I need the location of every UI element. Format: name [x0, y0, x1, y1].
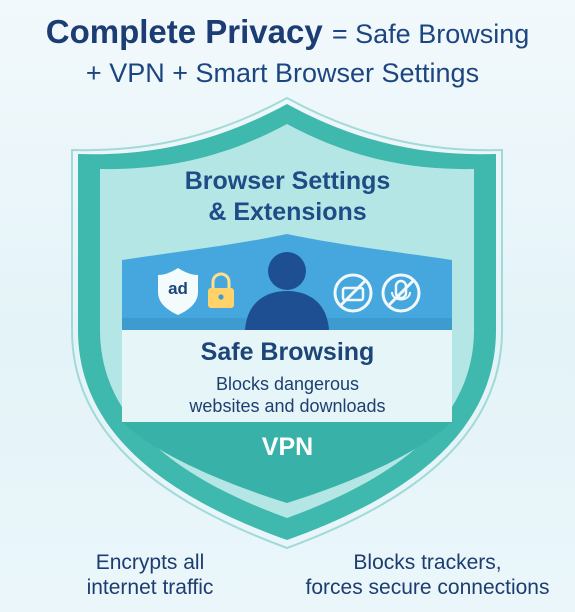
caption-left: Encrypts all internet traffic [40, 550, 260, 600]
safe-browsing-band [122, 330, 452, 422]
caption-left-line-2: internet traffic [86, 576, 214, 599]
no-tracking-icon [333, 273, 373, 313]
safe-browsing-desc-line-2: websites and downloads [189, 396, 386, 416]
caption-left-line-1: Encrypts all [95, 551, 205, 574]
browser-settings-title: Browser Settings & Extensions [110, 166, 465, 228]
caption-right-line-1: Blocks trackers, [353, 551, 502, 574]
shield-outline [71, 96, 503, 550]
headline-row-1: Complete Privacy = Safe Browsing [0, 12, 575, 54]
no-microphone-icon [381, 273, 421, 313]
caption-right-line-2: forces secure connections [305, 576, 550, 599]
safe-browsing-description: Blocks dangerous websites and downloads [140, 373, 435, 417]
user-icon [245, 252, 329, 330]
browser-settings-line-2: & Extensions [208, 198, 367, 226]
safe-browsing-desc-line-1: Blocks dangerous [215, 374, 360, 394]
ad-icon-label-wrap: ad [158, 268, 198, 314]
caption-right: Blocks trackers, forces secure connectio… [280, 550, 575, 600]
headline-row-2: + VPN + Smart Browser Settings [85, 58, 480, 88]
headline: Complete Privacy = Safe Browsing + VPN +… [0, 6, 575, 90]
headline-strong: Complete Privacy [45, 13, 323, 50]
safe-browsing-title: Safe Browsing [200, 338, 375, 366]
browser-settings-line-1: Browser Settings [184, 167, 391, 195]
headline-rest: = Safe Browsing [331, 19, 530, 49]
vpn-title: VPN [261, 433, 314, 461]
ad-block-icon [158, 268, 198, 315]
ad-icon-label: ad [168, 279, 188, 298]
vpn-band [122, 422, 452, 503]
lock-icon [208, 272, 234, 308]
